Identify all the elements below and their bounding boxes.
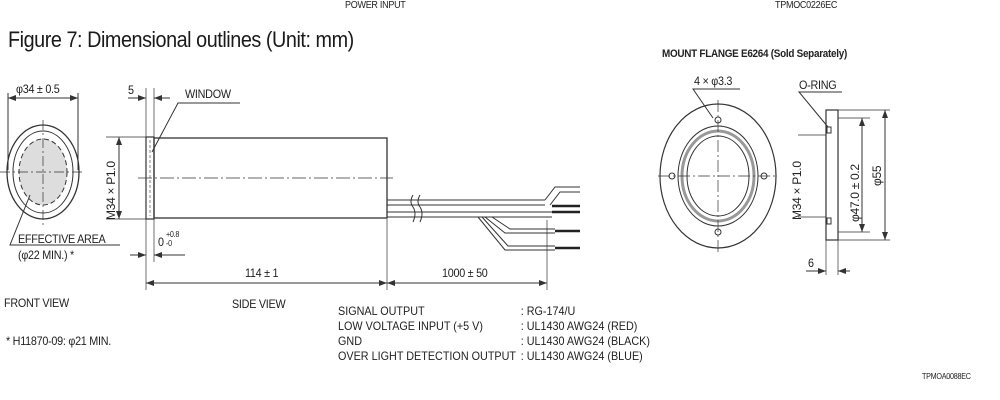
wire-name: LOW VOLTAGE INPUT (+5 V) <box>338 319 483 333</box>
flange-holes-label: 4 × φ3.3 <box>694 74 733 88</box>
oring-label: O-RING <box>799 78 837 92</box>
wiring-row: GND : UL1430 AWG24 (BLACK) <box>338 334 650 349</box>
flange-title: MOUNT FLANGE E6264 (Sold Separately) <box>662 48 848 60</box>
page-title: Figure 7: Dimensional outlines (Unit: mm… <box>8 27 354 52</box>
flange-drawing <box>658 88 890 275</box>
effective-area-label: EFFECTIVE AREA <box>18 232 106 246</box>
window-width-label: 5 <box>128 83 134 97</box>
flange-outer-diameter: φ55 <box>870 165 884 186</box>
wire-name: OVER LIGHT DETECTION OUTPUT <box>338 349 517 363</box>
wire-name: SIGNAL OUTPUT <box>338 304 425 318</box>
tolerance-minus: -0 <box>166 239 172 248</box>
power-input-label: POWER INPUT <box>345 0 406 11</box>
cable-length-label: 1000 ± 50 <box>442 266 488 280</box>
side-view-drawing <box>106 88 580 290</box>
tolerance-plus: +0.8 <box>166 230 180 239</box>
effective-area-dim: (φ22 MIN.) * <box>18 248 74 262</box>
window-label: WINDOW <box>185 87 231 101</box>
top-reference-code: TPMOC0226EC <box>775 0 838 11</box>
flange-inner-diameter: φ47.0 ± 0.2 <box>848 164 862 222</box>
wire-name: GND <box>338 334 363 348</box>
wire-spec: : UL1430 AWG24 (BLACK) <box>520 334 650 348</box>
wiring-row: OVER LIGHT DETECTION OUTPUT: UL1430 AWG2… <box>338 349 650 364</box>
bottom-reference-code: TPMOA0088EC <box>922 372 971 381</box>
front-view-label: FRONT VIEW <box>4 296 69 310</box>
tolerance-base: 0 <box>158 235 164 249</box>
front-diameter-label: φ34 ± 0.5 <box>16 82 60 96</box>
wiring-row: SIGNAL OUTPUT : RG-174/U <box>338 304 650 319</box>
wire-spec: : UL1430 AWG24 (RED) <box>520 319 638 333</box>
front-view-drawing <box>0 93 120 246</box>
thread-label: M34 × P1.0 <box>104 161 118 220</box>
wire-spec: : UL1430 AWG24 (BLUE) <box>520 349 643 363</box>
footnote: * H11870-09: φ21 MIN. <box>6 334 111 348</box>
wiring-legend: SIGNAL OUTPUT : RG-174/U LOW VOLTAGE INPU… <box>338 304 650 364</box>
flange-thread-label: M34 × P1.0 <box>790 161 804 220</box>
side-view-label: SIDE VIEW <box>232 297 286 311</box>
wire-spec: : RG-174/U <box>520 304 576 318</box>
wiring-row: LOW VOLTAGE INPUT (+5 V) : UL1430 AWG24 (… <box>338 319 650 334</box>
body-length-label: 114 ± 1 <box>245 266 279 280</box>
flange-thickness: 6 <box>808 256 814 270</box>
